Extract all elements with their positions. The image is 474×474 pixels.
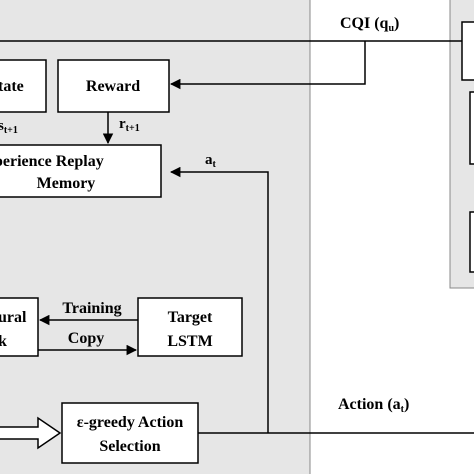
neural-network-label-1: ural bbox=[0, 309, 27, 326]
action-output-label: Action (at) bbox=[338, 396, 409, 415]
reward-label: Reward bbox=[86, 78, 140, 95]
neural-network-label-2: k bbox=[0, 333, 7, 350]
egreedy-label-2: Selection bbox=[99, 438, 160, 455]
target-lstm-box bbox=[137, 297, 243, 357]
environment-box-1 bbox=[461, 21, 474, 81]
target-lstm-label-1: Target bbox=[168, 309, 213, 326]
copy-label: Copy bbox=[68, 330, 104, 347]
target-lstm-label-2: LSTM bbox=[167, 333, 212, 350]
egreedy-label-1: ε-greedy Action bbox=[77, 414, 184, 431]
action-feedback-label: at bbox=[205, 152, 217, 170]
replay-memory-label-2: Memory bbox=[37, 175, 96, 192]
cqi-label: CQI (qu) bbox=[340, 15, 399, 34]
state-label: tate bbox=[0, 78, 24, 95]
training-label: Training bbox=[62, 300, 121, 317]
reward-output-label: rt+1 bbox=[119, 116, 140, 134]
state-subscript-line: st+1 bbox=[0, 118, 18, 136]
cqi-to-reward-arrow bbox=[169, 41, 366, 90]
replay-memory-label-1: perience Replay bbox=[0, 153, 104, 170]
action-to-replay-arrow bbox=[169, 166, 269, 433]
neural-network-box bbox=[0, 297, 39, 357]
egreedy-selection-box bbox=[61, 402, 199, 464]
environment-box-3 bbox=[469, 211, 474, 273]
input-hollow-arrow bbox=[0, 416, 62, 450]
state-box bbox=[0, 59, 47, 113]
environment-box-2 bbox=[469, 91, 474, 165]
reward-box bbox=[57, 59, 170, 113]
replay-memory-box bbox=[0, 144, 162, 198]
